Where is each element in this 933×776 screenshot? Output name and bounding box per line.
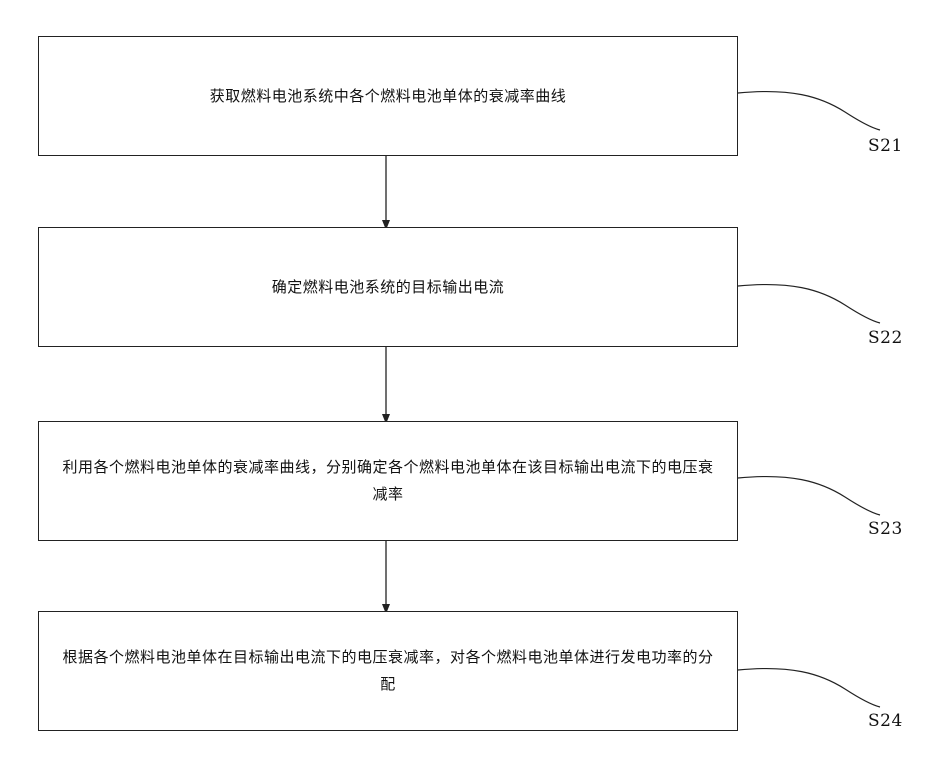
step-box-s21: 获取燃料电池系统中各个燃料电池单体的衰减率曲线 bbox=[38, 36, 738, 156]
step-text-s21: 获取燃料电池系统中各个燃料电池单体的衰减率曲线 bbox=[200, 83, 577, 110]
step-label-s21: S21 bbox=[868, 136, 903, 156]
step-box-s24: 根据各个燃料电池单体在目标输出电流下的电压衰减率，对各个燃料电池单体进行发电功率… bbox=[38, 611, 738, 731]
leader-s23 bbox=[738, 477, 880, 515]
step-label-s22: S22 bbox=[868, 328, 903, 348]
step-label-s23: S23 bbox=[868, 519, 903, 539]
leader-s21 bbox=[738, 92, 880, 130]
step-text-s24: 根据各个燃料电池单体在目标输出电流下的电压衰减率，对各个燃料电池单体进行发电功率… bbox=[48, 644, 728, 698]
leader-s24 bbox=[738, 669, 880, 707]
step-box-s22: 确定燃料电池系统的目标输出电流 bbox=[38, 227, 738, 347]
step-text-s22: 确定燃料电池系统的目标输出电流 bbox=[262, 274, 515, 301]
step-box-s23: 利用各个燃料电池单体的衰减率曲线，分别确定各个燃料电池单体在该目标输出电流下的电… bbox=[38, 421, 738, 541]
step-text-s23: 利用各个燃料电池单体的衰减率曲线，分别确定各个燃料电池单体在该目标输出电流下的电… bbox=[48, 454, 728, 508]
leader-s22 bbox=[738, 285, 880, 323]
step-label-s24: S24 bbox=[868, 711, 903, 731]
